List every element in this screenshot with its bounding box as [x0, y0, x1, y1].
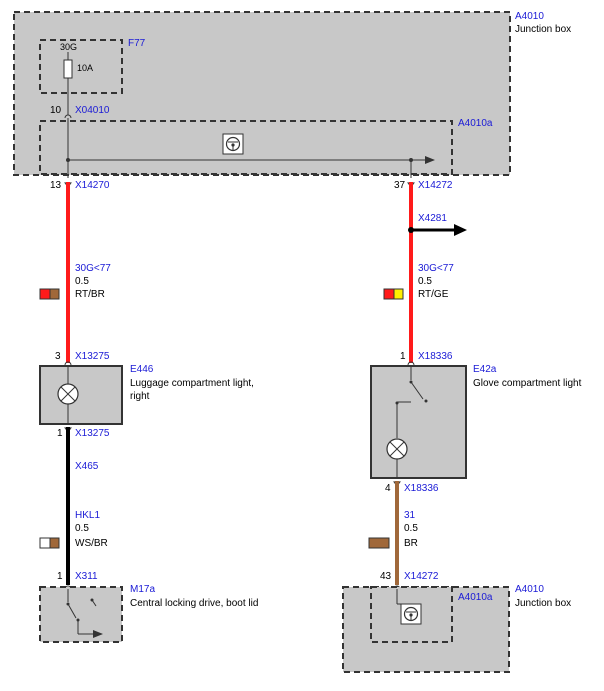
wire-rt-ge-size: 0.5 — [418, 276, 432, 287]
x4281-id: X4281 — [418, 213, 447, 224]
lamp-icon — [57, 383, 79, 405]
steering-wheel-icon — [400, 603, 422, 625]
connector-x04010-pin: 10 — [50, 105, 62, 116]
x465-id: X465 — [75, 461, 99, 472]
e42a-id: E42a — [473, 364, 497, 375]
junction-box-top-name: Junction box — [515, 24, 571, 35]
m17a-id: M17a — [130, 584, 155, 595]
wire-ws-br-color: WS/BR — [75, 538, 108, 549]
jb-bottom-pin: 43 — [380, 571, 392, 582]
right-top-pin: 37 — [394, 180, 406, 191]
jb-bottom-id: A4010 — [515, 584, 544, 595]
left-top-pin: 13 — [50, 180, 62, 191]
e446-name-line2: right — [130, 391, 150, 402]
fuse-rating: 10A — [77, 63, 93, 73]
e42a-pin-bottom: 4 — [385, 483, 391, 494]
e446-name-line1: Luggage compartment light, — [130, 378, 254, 389]
wire-br-circuit: 31 — [404, 510, 416, 521]
switch-icon — [66, 589, 103, 638]
jb-bottom-inner-id: A4010a — [458, 592, 493, 603]
junction-box-a4010a-top-id: A4010a — [458, 118, 493, 129]
wire-br-color: BR — [404, 538, 418, 549]
jb-bottom-connector: X14272 — [404, 571, 439, 582]
wire-rt-ge-color: RT/GE — [418, 289, 449, 300]
e446-connector-bottom: X13275 — [75, 428, 110, 439]
jb-bottom-name: Junction box — [515, 598, 571, 609]
e42a-component-box[interactable] — [370, 365, 467, 479]
e446-id: E446 — [130, 364, 154, 375]
color-swatch-rt-br — [39, 288, 60, 300]
internal-junction-dot-left — [66, 158, 70, 162]
connector-x04010-id: X04010 — [75, 105, 110, 116]
switch-icon — [395, 366, 428, 438]
junction-box-top-id: A4010 — [515, 11, 544, 22]
left-top-connector: X14270 — [75, 180, 110, 191]
wire-ws-br-size: 0.5 — [75, 523, 89, 534]
fuse-icon — [63, 59, 73, 79]
wire-rt-br-size: 0.5 — [75, 276, 89, 287]
color-swatch-rt-ge — [383, 288, 404, 300]
m17a-name: Central locking drive, boot lid — [130, 598, 258, 609]
wire-rt-ge-circuit: 30G<77 — [418, 263, 454, 274]
fuse-f77-box[interactable] — [39, 39, 123, 94]
fuse-terminal: 30G — [60, 42, 77, 52]
e42a-connector-bottom: X18336 — [404, 483, 439, 494]
e446-pin-top-symbol — [64, 361, 72, 366]
wire-rt-br-circuit: 30G<77 — [75, 263, 111, 274]
e446-pin-top: 3 — [55, 351, 61, 362]
fuse-f77-id: F77 — [128, 38, 146, 49]
wire-ws-br-circuit: HKL1 — [75, 510, 100, 521]
connector-x04010-pin-symbol — [64, 114, 72, 119]
e42a-pin-top: 1 — [400, 351, 406, 362]
e446-component-box[interactable] — [39, 365, 123, 425]
e446-pin-bottom: 1 — [57, 428, 63, 439]
wire-br-size: 0.5 — [404, 523, 418, 534]
steering-wheel-icon — [222, 133, 244, 155]
wire-rt-br-color: RT/BR — [75, 289, 105, 300]
e42a-pin-top-symbol — [407, 361, 415, 366]
color-swatch-br — [368, 537, 390, 549]
m17a-component-box[interactable] — [39, 586, 123, 643]
internal-junction-dot-right — [409, 158, 413, 162]
right-top-connector: X14272 — [418, 180, 453, 191]
e42a-connector-top: X18336 — [418, 351, 453, 362]
m17a-connector: X311 — [75, 571, 98, 582]
color-swatch-ws-br — [39, 537, 60, 549]
e42a-name: Glove compartment light — [473, 378, 582, 389]
branch-arrow-icon — [411, 224, 467, 236]
m17a-pin: 1 — [57, 571, 63, 582]
e446-connector-top: X13275 — [75, 351, 110, 362]
lamp-icon — [386, 438, 408, 460]
junction-box-a4010a-top[interactable] — [39, 120, 453, 175]
